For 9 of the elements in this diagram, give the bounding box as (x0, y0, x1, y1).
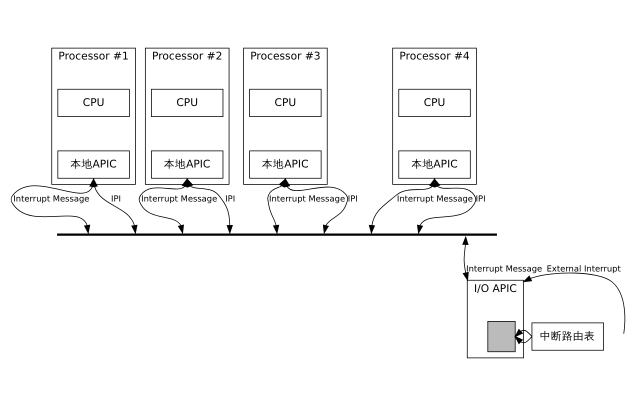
edge-label: Interrupt Message (396, 193, 473, 204)
edge-label: Interrupt Message (466, 263, 542, 274)
edge-label: IPI (225, 193, 236, 204)
edge-label: IPI (111, 193, 122, 204)
edge-label: IPI (348, 193, 358, 204)
edge-label: Interrupt Message (269, 193, 346, 204)
edge-label: IPI (476, 193, 486, 204)
edge-label: Interrupt Message (141, 193, 218, 204)
edge-label: External Interrupt (546, 263, 621, 274)
